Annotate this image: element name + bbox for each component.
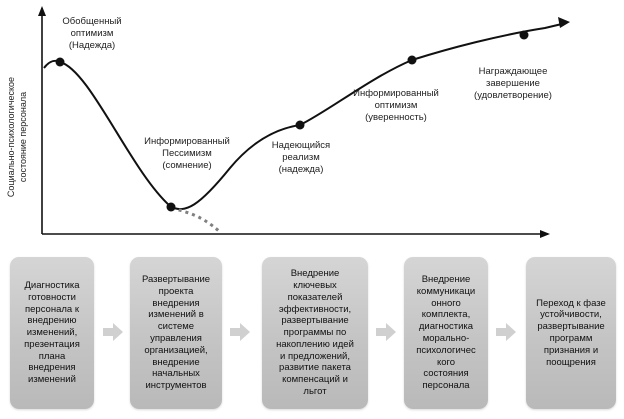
step-line: Переход к фазе bbox=[536, 297, 606, 309]
stage-label-hopeful-realism: Надеющийся реализм (надежда) bbox=[266, 140, 336, 176]
step-box-communication: Внедрение коммуникаци онного комплекта, … bbox=[404, 257, 488, 409]
step-line: внедрению bbox=[27, 315, 77, 327]
step-box-diagnostics: Диагностика готовности персонала к внедр… bbox=[10, 257, 94, 409]
step-line: внедрения bbox=[152, 297, 200, 309]
step-line: изменений в bbox=[148, 309, 204, 321]
step-line: презентация bbox=[24, 338, 80, 350]
stage-label-line: оптимизм bbox=[374, 100, 418, 111]
stage-label-line: оптимизм bbox=[70, 28, 114, 39]
step-line: поощрения bbox=[546, 356, 596, 368]
step-arrow bbox=[103, 323, 123, 341]
step-line: диагностика bbox=[418, 321, 474, 333]
step-arrow bbox=[496, 323, 516, 341]
step-line: внедрение bbox=[152, 356, 200, 368]
step-line: Внедрение bbox=[421, 274, 471, 286]
stage-point bbox=[519, 30, 529, 40]
step-line: показателей bbox=[287, 291, 343, 303]
step-line: начальных bbox=[152, 368, 200, 380]
step-line: морально- bbox=[422, 333, 470, 344]
y-axis-label-line: состояние персонала bbox=[18, 91, 28, 183]
stage-label-line: Пессимизм bbox=[162, 148, 212, 159]
step-line: кого bbox=[436, 356, 456, 368]
stage-point bbox=[295, 120, 305, 130]
step-line: плана bbox=[38, 350, 66, 362]
y-axis-label: Социально-психологическое состояние перс… bbox=[5, 67, 31, 207]
step-line: персонала bbox=[422, 380, 470, 392]
stage-label-informed-optimism: Информированный оптимизм (уверенность) bbox=[346, 88, 446, 124]
step-line: комплекта, bbox=[421, 309, 471, 321]
step-line: онного bbox=[431, 297, 461, 309]
stage-label-line: (надежда) bbox=[278, 164, 324, 175]
stage-point bbox=[166, 202, 176, 212]
step-arrow bbox=[376, 323, 396, 341]
stage-label-line: (уверенность) bbox=[365, 112, 427, 123]
step-line: системе bbox=[157, 321, 195, 333]
step-line: ключевых bbox=[293, 279, 337, 291]
stage-label-line: (Надежда) bbox=[68, 40, 116, 51]
curve-arrowhead bbox=[558, 17, 570, 28]
step-line: признания и bbox=[543, 344, 599, 356]
stage-point bbox=[407, 55, 417, 65]
stage-label-line: реализм bbox=[282, 152, 320, 163]
stage-label-rewarding-completion: Награждающее завершение (удовлетворение) bbox=[463, 66, 563, 102]
stage-label-line: Информированный bbox=[353, 88, 439, 99]
stage-label-line: (сомнение) bbox=[162, 160, 212, 171]
step-line: коммуникаци bbox=[416, 285, 476, 297]
step-line: льгот bbox=[303, 386, 327, 398]
step-line: проекта bbox=[158, 285, 194, 297]
step-line: устойчивости, bbox=[540, 309, 602, 321]
step-line: внедрения bbox=[28, 362, 76, 374]
stage-label-general-optimism: Обобщенный оптимизм (Надежда) bbox=[55, 16, 129, 52]
stage-label-line: (удовлетворение) bbox=[474, 90, 552, 101]
step-line: управления bbox=[150, 333, 202, 344]
step-line: изменений bbox=[28, 374, 76, 386]
stage-label-informed-pessimism: Информированный Пессимизм (сомнение) bbox=[135, 136, 239, 172]
step-line: компенсаций и bbox=[282, 374, 348, 386]
step-line: накоплению идей bbox=[276, 338, 354, 350]
step-line: Диагностика bbox=[24, 279, 80, 291]
step-line: развитие пакета bbox=[279, 362, 351, 374]
step-line: развертывание bbox=[537, 321, 605, 333]
step-line: Внедрение bbox=[290, 268, 340, 280]
transition-curve bbox=[43, 22, 567, 211]
step-line: изменений, bbox=[26, 327, 78, 339]
stage-point bbox=[55, 57, 65, 67]
step-line: организацией, bbox=[144, 344, 208, 356]
step-line: инструментов bbox=[145, 380, 207, 392]
step-line: программы по bbox=[283, 327, 347, 339]
y-axis-label-line: Социально-психологическое bbox=[6, 76, 16, 198]
step-line: развертывание bbox=[281, 315, 349, 327]
step-line: эффективности, bbox=[278, 303, 352, 315]
step-box-kpi: Внедрение ключевых показателей эффективн… bbox=[262, 257, 368, 409]
stage-label-line: Обобщенный bbox=[62, 16, 122, 27]
step-line: программ bbox=[549, 333, 593, 344]
dotted-tail bbox=[171, 206, 222, 234]
step-arrow bbox=[230, 323, 250, 341]
stage-label-line: Информированный bbox=[144, 136, 230, 147]
stage-label-line: Награждающее bbox=[478, 66, 548, 77]
step-line: состояния bbox=[423, 368, 469, 380]
step-line: психологичес bbox=[416, 344, 476, 356]
step-line: Развертывание bbox=[141, 274, 211, 286]
step-line: и предложений, bbox=[280, 350, 350, 362]
step-line: готовности bbox=[28, 291, 76, 303]
step-box-deployment: Развертывание проекта внедрения изменени… bbox=[130, 257, 222, 409]
step-line: персонала к bbox=[24, 303, 79, 315]
step-box-sustainability: Переход к фазе устойчивости, развертыван… bbox=[526, 257, 616, 409]
stage-label-line: завершение bbox=[486, 78, 540, 89]
stage-label-line: Надеющийся bbox=[271, 140, 331, 151]
